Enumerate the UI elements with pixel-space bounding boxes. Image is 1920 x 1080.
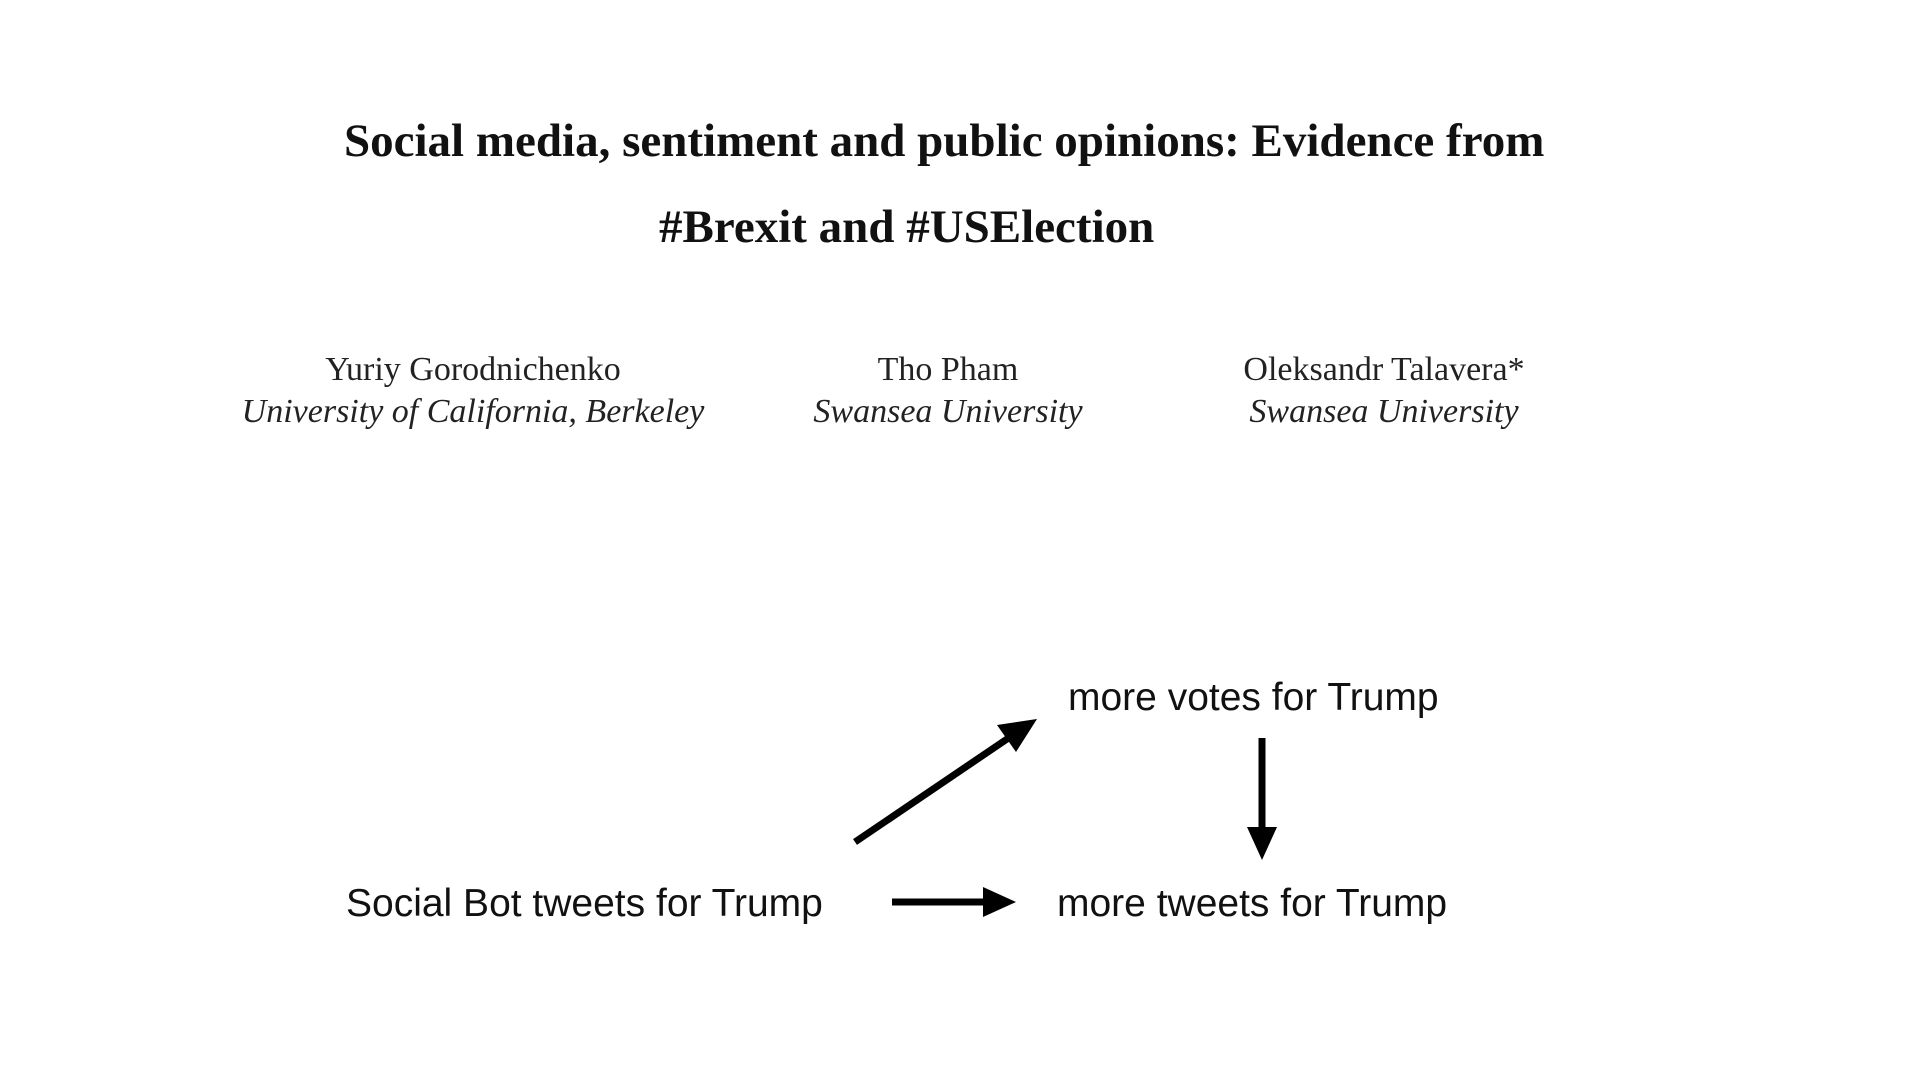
diagram-node-more-tweets: more tweets for Trump (1057, 882, 1448, 925)
author-affiliation: Swansea University (1249, 393, 1519, 430)
author-name: Tho Pham (877, 351, 1019, 388)
arrow-bot-to-tweets (892, 887, 1016, 917)
diagram-node-social-bot-tweets: Social Bot tweets for Trump (346, 882, 823, 925)
arrow-votes-to-tweets (1247, 738, 1277, 860)
author-name: Oleksandr Talavera* (1243, 351, 1525, 388)
author-block-pham: Tho Pham Swansea University (813, 349, 1082, 433)
author-block-talavera: Oleksandr Talavera* Swansea University (1243, 349, 1524, 433)
author-block-gorodnichenko: Yuriy Gorodnichenko University of Califo… (242, 349, 705, 433)
arrow-bot-to-votes (853, 719, 1037, 845)
author-name: Yuriy Gorodnichenko (325, 351, 621, 388)
paper-title-line-2: #Brexit and #USElection (659, 201, 1155, 253)
paper-title-line-1: Social media, sentiment and public opini… (344, 115, 1545, 167)
author-affiliation: University of California, Berkeley (241, 393, 705, 430)
diagram-node-more-votes: more votes for Trump (1068, 676, 1439, 719)
author-affiliation: Swansea University (813, 393, 1083, 430)
